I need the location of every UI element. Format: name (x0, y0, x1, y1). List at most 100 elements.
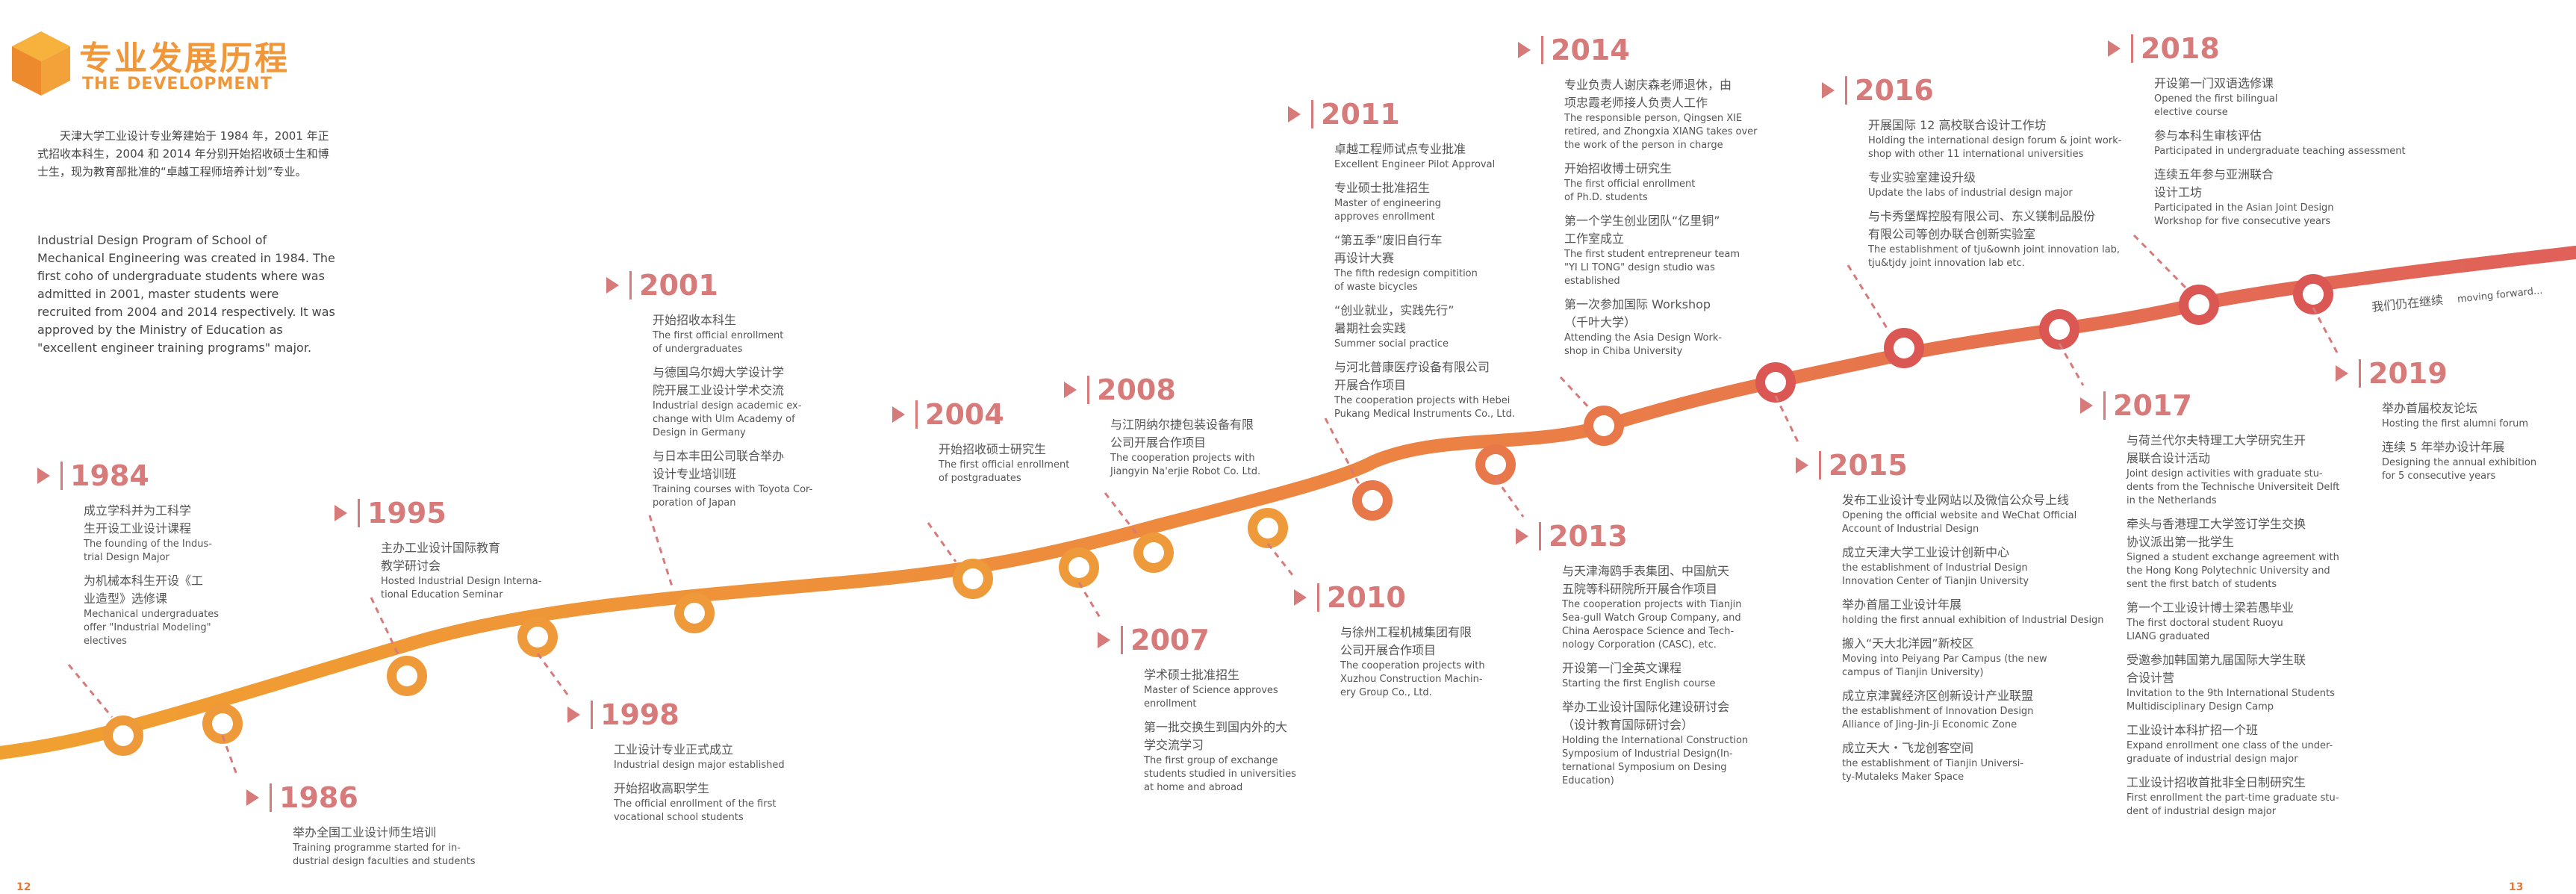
event-item-en: Starting the first English course (1562, 678, 1716, 689)
event-item: 开设第一门双语选修课 Opened the first bilingual ele… (2154, 75, 2406, 119)
event-item-cn: 举办全国工业设计师生培训 (293, 825, 437, 839)
event-item-en: Designing the annual exhibition for 5 co… (2382, 457, 2537, 482)
page-title-cn: 专业发展历程 (79, 40, 290, 78)
timeline-connector-2001 (648, 515, 673, 587)
event-item-cn: 与江阴纳尔捷包装设备有限 公司开展合作项目 (1110, 417, 1254, 450)
year-divider (270, 783, 272, 812)
event-year: 2010 (1327, 581, 1406, 614)
event-year: 1986 (279, 781, 358, 814)
event-item-en: Expand enrollment one class of the under… (2127, 740, 2333, 765)
event-year: 2018 (2141, 32, 2220, 65)
timeline-connector-2004 (927, 522, 957, 562)
year-divider (1541, 36, 1543, 64)
event-item-en: Invitation to the 9th International Stud… (2127, 688, 2335, 713)
event-item-cn: 牵头与香港理工大学签订学生交换 协议派出第一批学生 (2127, 517, 2306, 549)
event-item-en: the establishment of Tianjin Universi- t… (1842, 758, 2024, 783)
event-year: 1984 (70, 459, 149, 492)
event-item-en: Mechanical undergraduates offer "Industr… (84, 609, 220, 647)
event-item-en: Signed a student exchange agreement with… (2127, 552, 2339, 590)
timeline-node-center-1998 (527, 627, 548, 648)
intro-paragraph-cn: 天津大学工业设计专业筹建始于 1984 年，2001 年正式招收本科生，2004… (37, 129, 329, 179)
event-item-cn: 开始招收博士研究生 (1564, 161, 1673, 176)
year-divider (1819, 451, 1821, 479)
timeline-connector-1986 (221, 735, 239, 777)
event-item-cn: 卓越工程师试点专业批准 (1334, 142, 1466, 156)
timeline-node-center-2007 (1068, 557, 1089, 578)
year-divider (1845, 76, 1847, 105)
event-item-en: The responsible person, Qingsen XIE reti… (1564, 113, 1758, 151)
triangle-marker-icon (1518, 42, 1531, 58)
event-item-en: The first group of exchange students stu… (1144, 755, 1296, 793)
year-divider (1539, 522, 1541, 550)
event-year-row: 1998 (567, 696, 785, 733)
triangle-marker-icon (246, 789, 259, 806)
timeline-node-center-1986 (212, 713, 233, 734)
event-item-cn: 搬入“天大北洋园”新校区 (1842, 636, 1974, 651)
event-item-cn: 开设第一门双语选修课 (2154, 76, 2274, 90)
timeline-node-center-2001 (684, 603, 705, 624)
event-item-cn: 成立天大・飞龙创客空间 (1842, 741, 1974, 755)
triangle-marker-icon (2108, 40, 2121, 57)
event-item-cn: 主办工业设计国际教育 教学研讨会 (381, 541, 501, 573)
event-item-en: Summer social practice (1334, 338, 1449, 350)
event-year-row: 2010 (1294, 579, 1485, 616)
event-item-cn: 第一次参加国际 Workshop （千叶大学） (1564, 297, 1711, 329)
page-number-right: 13 (2509, 881, 2524, 893)
event-item-cn: 举办首届工业设计年展 (1842, 597, 1962, 612)
cube-logo-icon (10, 30, 72, 100)
event-item-cn: 成立学科并为工科学 生开设工业设计课程 (84, 503, 192, 536)
timeline-connector-2016 (1847, 264, 1891, 332)
event-year-row: 2019 (2336, 355, 2536, 392)
event-item-en: Hosted Industrial Design Interna- tional… (381, 576, 542, 600)
event-item-cn: 第一批交换生到国内外的大 学交流学习 (1144, 720, 1288, 752)
event-item-cn: 工业设计专业正式成立 (614, 742, 734, 757)
triangle-marker-icon (1288, 106, 1301, 122)
event-year: 2017 (2113, 389, 2192, 422)
timeline-node-center-2010 (1257, 518, 1278, 538)
event-item: 成立天大・飞龙创客空间 the establishment of Tianjin … (1842, 739, 2104, 784)
event-item-cn: 专业实验室建设升级 (1868, 170, 1976, 184)
event-item-en: Master of Science approves enrollment (1144, 685, 1278, 710)
event-item-en: The cooperation projects with Tianjin Se… (1562, 599, 1742, 651)
event-item-en: First enrollment the part-time graduate … (2127, 792, 2339, 817)
event-year-row: 2011 (1288, 96, 1515, 133)
timeline-node-center-2013 (1485, 454, 1506, 475)
timeline-connector-2010 (1266, 543, 1297, 580)
event-item-en: Opened the first bilingual elective cour… (2154, 93, 2278, 118)
event-item-cn: 专业负责人谢庆森老师退休，由 项忠霞老师接人负责人工作 (1564, 78, 1732, 110)
event-item: 举办工业设计国际化建设研讨会 （设计教育国际研讨会）Holding the In… (1562, 698, 1748, 788)
triangle-marker-icon (1822, 82, 1835, 99)
event-year-row: 2015 (1796, 447, 2104, 484)
event-item-cn: 连续五年参与亚洲联合 设计工坊 (2154, 167, 2274, 199)
